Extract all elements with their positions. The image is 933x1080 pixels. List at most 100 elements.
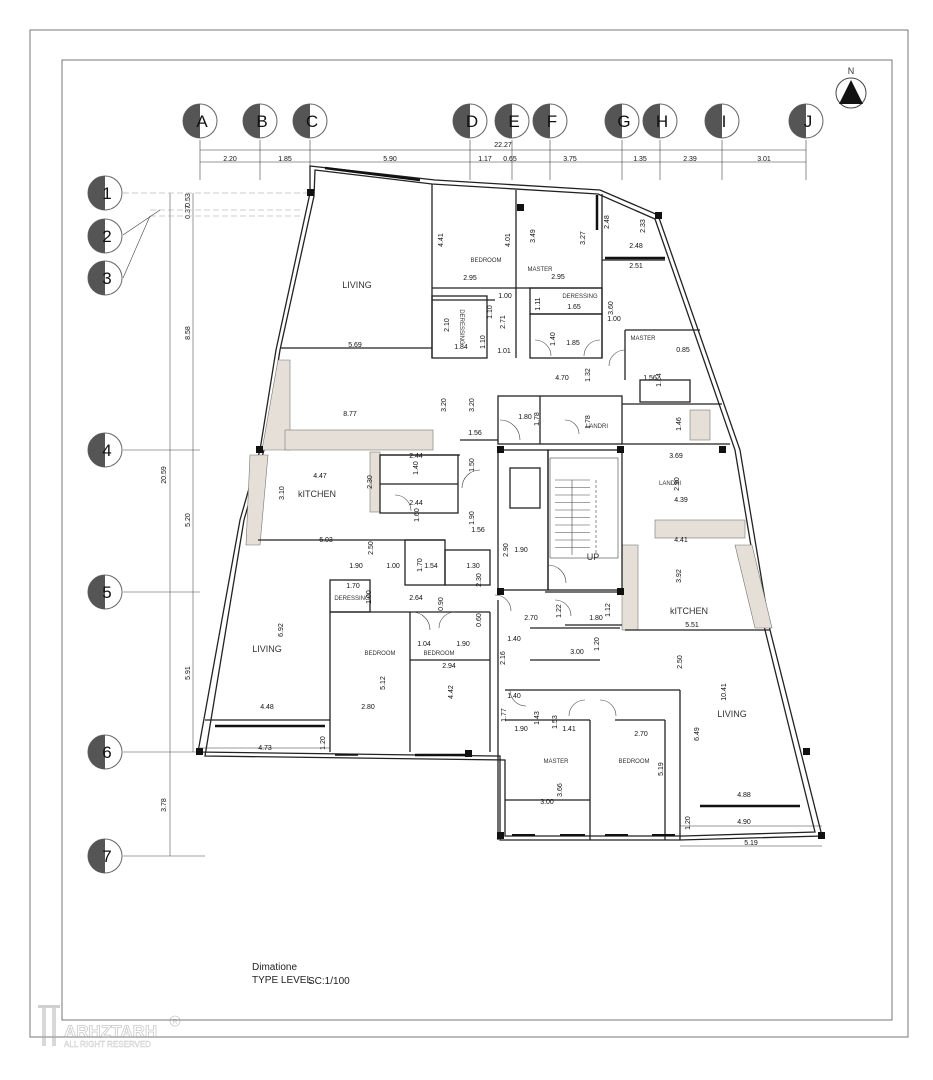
dimension-label: 1.11 bbox=[535, 297, 542, 310]
overall-width-label: 22.27 bbox=[494, 142, 512, 149]
room-label: LANDRI bbox=[659, 481, 681, 487]
grid-row-bubble-7-label: 7 bbox=[102, 847, 111, 866]
dimension-label: 1.40 bbox=[413, 461, 420, 475]
dimension-label: 1.80 bbox=[589, 615, 603, 622]
grid-column-bubble-g-label: G bbox=[617, 112, 630, 131]
top-dimension-label: 3.01 bbox=[757, 156, 771, 163]
dimension-label: 1.56 bbox=[468, 430, 482, 437]
brand-logo: ARHZTARH ALL RIGHT RESERVED R bbox=[38, 1005, 181, 1049]
column bbox=[617, 446, 624, 453]
dimension-label: 3.20 bbox=[441, 398, 448, 412]
grid-column-bubble-e: E bbox=[494, 103, 530, 139]
dimension-label: 0.85 bbox=[676, 347, 690, 354]
dimension-label: 1.90 bbox=[514, 726, 528, 733]
dimension-label: 2.50 bbox=[677, 655, 684, 669]
dimension-label: 1.46 bbox=[676, 417, 683, 431]
dimension-label: 1.56 bbox=[471, 527, 485, 534]
grid-row-bubble-3: 3 bbox=[87, 260, 123, 296]
dimension-label: 2.80 bbox=[361, 704, 375, 711]
dimension-label: 5.19 bbox=[744, 840, 758, 847]
grid-row-bubble-5-label: 5 bbox=[102, 583, 111, 602]
room-label: DERESSING bbox=[562, 294, 598, 300]
grid-row-bubble-3-label: 3 bbox=[102, 269, 111, 288]
dimension-label: 2.95 bbox=[551, 274, 565, 281]
grid-row-bubble-4-label: 4 bbox=[102, 441, 111, 460]
column bbox=[655, 212, 662, 219]
grid-column-bubble-c: C bbox=[292, 103, 328, 139]
dimension-label: 2.48 bbox=[604, 215, 611, 229]
dimension-label: 1.00 bbox=[498, 293, 512, 300]
left-dimension-label: 3.78 bbox=[161, 798, 168, 812]
column bbox=[307, 189, 314, 196]
dimension-label: 1.12 bbox=[605, 603, 612, 617]
top-dimension-label: 0.65 bbox=[503, 156, 517, 163]
room-label: BEDROOM bbox=[470, 258, 501, 264]
column bbox=[497, 832, 504, 839]
dimension-label: 1.40 bbox=[550, 332, 557, 346]
room-label: MASTER bbox=[543, 759, 569, 765]
grid-column-bubble-i: I bbox=[704, 103, 740, 139]
dimension-label: 1.90 bbox=[469, 511, 476, 525]
dimension-label: 4.88 bbox=[737, 792, 751, 799]
column bbox=[497, 446, 504, 453]
grid-row-bubble-2: 2 bbox=[87, 218, 123, 254]
dimension-label: 4.73 bbox=[258, 745, 272, 752]
dimension-label: 4.39 bbox=[674, 497, 688, 504]
column bbox=[465, 750, 472, 757]
bottom-dimension-lines bbox=[200, 747, 822, 847]
grid-column-bubble-j: J bbox=[788, 103, 824, 139]
dimension-label: 1.70 bbox=[346, 583, 360, 590]
dimension-label: 4.41 bbox=[438, 233, 445, 247]
left-dimension-label: 0.53 bbox=[185, 193, 192, 207]
dimension-label: 6.49 bbox=[694, 727, 701, 741]
dimension-label: 4.01 bbox=[505, 233, 512, 247]
grid-column-bubble-c-label: C bbox=[306, 112, 318, 131]
dimension-label: 1.64 bbox=[656, 373, 663, 387]
grid-column-bubble-b: B bbox=[242, 103, 278, 139]
dimension-label: 4.47 bbox=[313, 473, 327, 480]
room-label: LIVING bbox=[252, 644, 282, 654]
dimension-label: 3.66 bbox=[557, 783, 564, 797]
room-label: DERESSING bbox=[458, 309, 464, 345]
room-label: BEDROOM bbox=[364, 651, 395, 657]
dimension-label: 3.20 bbox=[469, 398, 476, 412]
north-label: N bbox=[848, 66, 855, 76]
dimension-label: 1.56 bbox=[643, 375, 657, 382]
logo-registered-mark: R bbox=[172, 1019, 177, 1026]
dimension-label: 1.20 bbox=[685, 816, 692, 830]
room-label: UP bbox=[587, 552, 600, 562]
dimension-label: 1.90 bbox=[456, 641, 470, 648]
dimension-label: 3.00 bbox=[540, 799, 554, 806]
dimension-label: 2.16 bbox=[500, 651, 507, 665]
grid-column-bubble-i-label: I bbox=[722, 112, 727, 131]
dimension-label: 1.65 bbox=[567, 304, 581, 311]
dimension-label: 1.78 bbox=[585, 415, 592, 429]
dimension-label: 1.00 bbox=[386, 563, 400, 570]
dimension-label: 1.00 bbox=[607, 316, 621, 323]
dimension-label: 1.77 bbox=[501, 708, 508, 722]
left-dimension-label: 8.58 bbox=[185, 326, 192, 340]
grid-row-bubble-1-label: 1 bbox=[102, 184, 111, 203]
sheet-border-inner bbox=[61, 59, 893, 1021]
dimension-label: 8.77 bbox=[343, 411, 357, 418]
grid-column-bubble-f-label: F bbox=[547, 112, 557, 131]
dimension-label: 2.94 bbox=[442, 663, 456, 670]
grid-row-bubble-6-label: 6 bbox=[102, 743, 111, 762]
grid-column-bubble-f: F bbox=[532, 103, 568, 139]
dimension-label: 1.85 bbox=[566, 340, 580, 347]
north-arrow: N bbox=[835, 66, 867, 109]
dimension-label: 1.10 bbox=[480, 335, 487, 349]
column bbox=[256, 446, 263, 453]
column bbox=[517, 204, 524, 211]
interior-walls bbox=[205, 184, 770, 840]
grid-row-bubbles: 1 2 3 4 5 6 7 bbox=[87, 175, 123, 874]
dimension-label: 2.71 bbox=[500, 315, 507, 329]
title-block: Dimatione TYPE LEVEL SC:1/100 bbox=[252, 962, 350, 987]
column bbox=[803, 748, 810, 755]
left-dimension-label: 5.91 bbox=[185, 666, 192, 680]
dimension-label: 2.33 bbox=[640, 219, 647, 233]
